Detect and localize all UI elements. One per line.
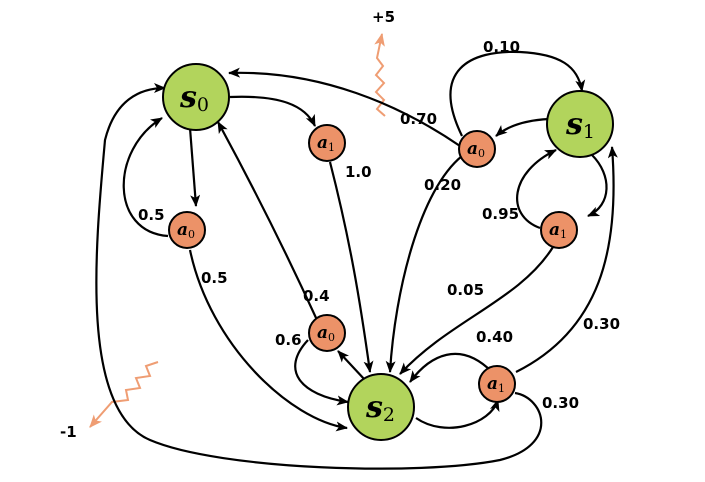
prob-label: 0.20: [424, 176, 461, 194]
edge-s1-to-s1a0: [495, 117, 550, 137]
svg-text:a1: a1: [487, 374, 505, 395]
prob-label: 0.10: [483, 38, 520, 56]
edge-s0-to-s0a1: [229, 95, 316, 127]
edge-s2a0-to-s2: [294, 339, 349, 406]
edge-s1a0-to-s0: [228, 67, 461, 147]
svg-text:s1: s1: [565, 107, 595, 143]
edge-s0a0-to-s2: [188, 249, 348, 432]
edge-s2-to-s2a0: [337, 350, 366, 381]
action-node-s1-a1: a1: [540, 211, 578, 249]
edge-s1a0-to-s2: [385, 155, 463, 373]
edge-s0a1-to-s2: [328, 161, 374, 373]
edge-s0a0-to-s0: [122, 117, 169, 238]
edge-s0-to-s0a0: [188, 127, 201, 207]
svg-text:a0: a0: [317, 323, 335, 344]
action-node-s2-a0: a0: [308, 314, 346, 352]
state-node-s1: s1: [546, 90, 614, 158]
action-node-s0-a1: a1: [308, 124, 346, 162]
prob-label: 0.5: [201, 269, 228, 287]
state-node-s2: s2: [347, 373, 415, 441]
prob-label: 0.6: [275, 331, 302, 349]
prob-label: 0.30: [542, 394, 579, 412]
svg-text:a1: a1: [317, 133, 335, 154]
prob-label: 0.5: [138, 206, 165, 224]
action-node-s0-a0: a0: [168, 211, 206, 249]
prob-label: 0.30: [583, 315, 620, 333]
prob-label: 0.95: [482, 205, 519, 223]
reward-arrow-minus1: [89, 361, 159, 428]
svg-text:s2: s2: [365, 390, 395, 426]
action-node-s2-a1: a1: [478, 365, 516, 403]
prob-label: 1.0: [345, 163, 372, 181]
edge-s1-to-s1a1: [587, 154, 608, 217]
reward-label: -1: [60, 423, 77, 441]
edge-s1a0-to-s1: [449, 50, 586, 137]
reward-arrow-plus5: [374, 32, 386, 117]
edge-s2a1-to-s2: [409, 352, 493, 383]
edge-s2-to-s2a1: [415, 399, 500, 429]
state-node-s0: s0: [162, 63, 230, 131]
prob-label: 0.40: [476, 328, 513, 346]
svg-text:a1: a1: [549, 220, 567, 241]
svg-text:s0: s0: [179, 80, 209, 116]
edge-s2a0-to-s0: [217, 121, 319, 321]
svg-text:a0: a0: [467, 139, 485, 160]
svg-text:a0: a0: [177, 220, 195, 241]
edge-s1a1-to-s2: [399, 246, 554, 375]
prob-label: 0.05: [447, 281, 484, 299]
prob-label: 0.70: [400, 110, 437, 128]
edge-s2a1-to-s1: [515, 146, 618, 373]
edge-s2a1-to-s0: [95, 83, 543, 470]
prob-label: 0.4: [303, 287, 330, 305]
action-node-s1-a0: a0: [458, 130, 496, 168]
edge-s1a1-to-s1: [516, 149, 557, 230]
reward-label: +5: [372, 8, 395, 26]
